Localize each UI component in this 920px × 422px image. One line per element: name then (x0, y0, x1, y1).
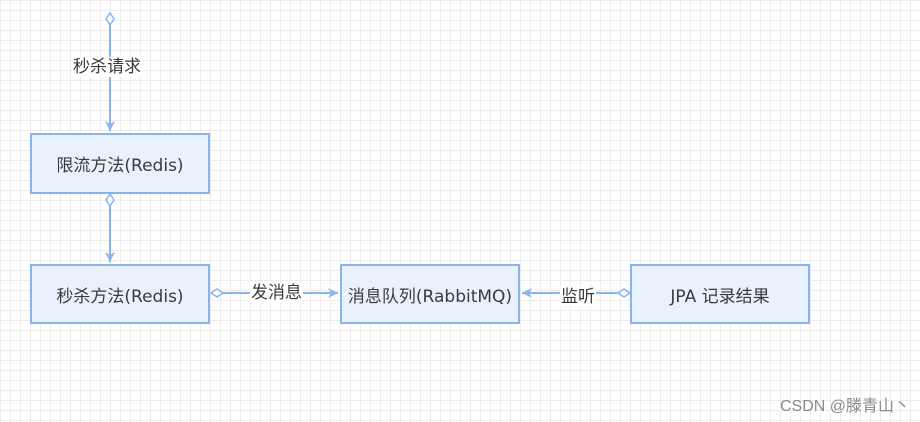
node-rate-limit[interactable]: 限流方法(Redis) (30, 133, 210, 194)
edge-request (105, 11, 115, 131)
edge-start-diamond-icon (209, 288, 225, 298)
edge-rate-limit-to-seckill (105, 192, 115, 262)
edge-label-listen: 监听 (560, 287, 596, 307)
node-message-queue[interactable]: 消息队列(RabbitMQ) (340, 264, 520, 324)
edge-start-diamond-icon (616, 288, 632, 298)
watermark: CSDN @滕青山丶 (779, 398, 910, 415)
edge-start-diamond-icon (105, 192, 115, 208)
node-jpa-record[interactable]: JPA 记录结果 (630, 264, 810, 324)
edge-start-diamond-icon (105, 11, 115, 27)
node-seckill[interactable]: 秒杀方法(Redis) (30, 264, 210, 324)
edge-label-request: 秒杀请求 (72, 57, 142, 77)
edge-label-send-message: 发消息 (250, 283, 303, 303)
